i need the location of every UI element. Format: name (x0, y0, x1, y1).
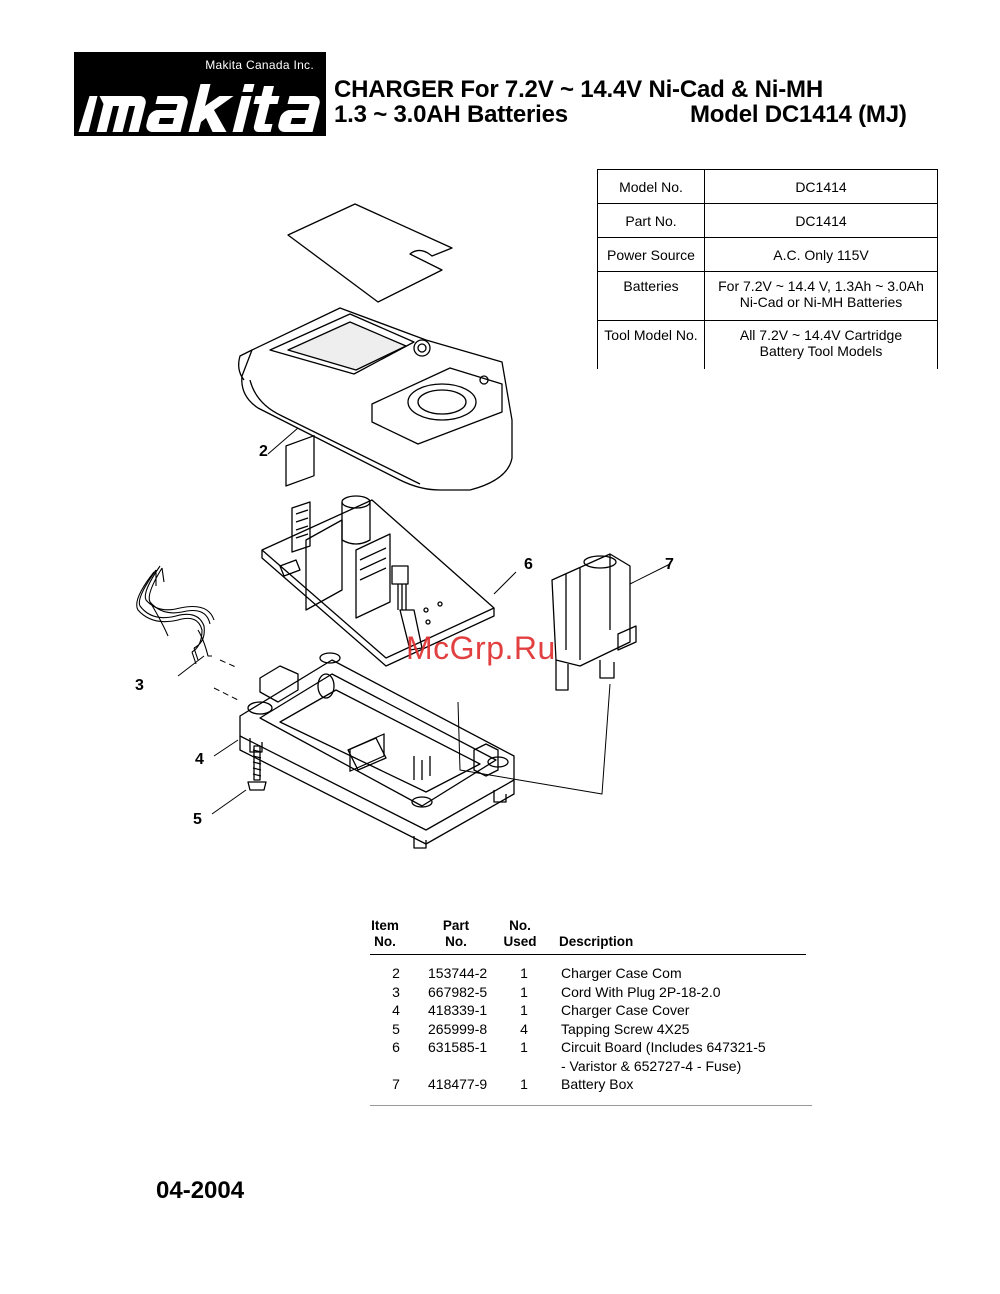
watermark: McGrp.Ru (406, 630, 556, 666)
cell-item: 4 (392, 1002, 400, 1018)
table-row: 6 631585-1 1 Circuit Board (Includes 647… (370, 1038, 812, 1057)
header-used: No. Used (502, 918, 538, 950)
table-row: - Varistor & 652727-4 - Fuse) (370, 1057, 812, 1076)
title-model: Model DC1414 (MJ) (690, 101, 907, 128)
parts-list-header: Item No. Part No. No. Used Description (370, 918, 812, 954)
cell-used: 1 (520, 983, 528, 1000)
spec-row: Tool Model No. All 7.2V ~ 14.4V Cartridg… (597, 320, 938, 369)
cell-part: 631585-1 (428, 1039, 488, 1055)
spec-row: Part No. DC1414 (597, 203, 938, 238)
cell-description: Circuit Board (Includes 647321-5 (561, 1039, 766, 1055)
spec-value: A.C. Only 115V (704, 237, 938, 272)
spec-value-line2: Ni-Cad or Ni-MH Batteries (739, 294, 903, 310)
spec-value: For 7.2V ~ 14.4 V, 1.3Ah ~ 3.0Ah Ni-Cad … (704, 271, 938, 321)
spec-row: Power Source A.C. Only 115V (597, 237, 938, 272)
spec-row: Model No. DC1414 (597, 169, 938, 204)
cell-part: 153744-2 (428, 965, 488, 981)
cell-description: Tapping Screw 4X25 (561, 1020, 690, 1037)
cell-part: 418477-9 (428, 1076, 488, 1092)
header-part: Part No. (436, 918, 476, 950)
spec-label: Model No. (597, 169, 705, 204)
header-item-line1: Item (371, 918, 399, 933)
table-row: 4 418339-1 1 Charger Case Cover (370, 1001, 812, 1020)
cell-item: 7 (392, 1076, 400, 1092)
header-description: Description (559, 934, 634, 949)
exploded-parts-diagram (136, 203, 671, 849)
header-item: Item No. (370, 918, 400, 950)
title-line-2: 1.3 ~ 3.0AH Batteries Model DC1414 (MJ) (334, 103, 944, 128)
table-row: 5 265999-8 4 Tapping Screw 4X25 (370, 1020, 812, 1039)
spec-label: Batteries (597, 271, 705, 321)
cell-item: 5 (392, 1020, 400, 1037)
table-row: 3 667982-5 1 Cord With Plug 2P-18-2.0 (370, 983, 812, 1002)
header-part-line1: Part (442, 918, 470, 933)
cell-part: 667982-5 (428, 983, 488, 1000)
spec-table: Model No. DC1414 Part No. DC1414 Power S… (597, 169, 938, 369)
callout-4: 4 (195, 751, 204, 768)
spec-value-line1: For 7.2V ~ 14.4 V, 1.3Ah ~ 3.0Ah (718, 278, 924, 294)
tapping-screw (247, 745, 267, 791)
leader-lines (177, 427, 671, 815)
callout-5: 5 (193, 811, 202, 828)
cell-part: 418339-1 (428, 1002, 488, 1018)
cell-description: Battery Box (561, 1076, 634, 1092)
parts-list-rows: 2 153744-2 1 Charger Case Com 3 667982-5… (370, 964, 812, 1094)
table-row: 2 153744-2 1 Charger Case Com (370, 964, 812, 983)
cell-part: 265999-8 (428, 1020, 488, 1037)
cell-item: 3 (392, 983, 400, 1000)
cell-item: 6 (392, 1039, 400, 1055)
cell-used: 4 (520, 1020, 528, 1037)
makita-wordmark: makita (74, 78, 320, 132)
cell-description: Charger Case Cover (561, 1002, 690, 1018)
battery-box (551, 553, 637, 691)
cell-item: 2 (392, 965, 400, 981)
callout-6: 6 (524, 556, 533, 573)
parts-list: Item No. Part No. No. Used Description 2… (370, 918, 812, 1106)
company-name: Makita Canada Inc. (205, 58, 314, 72)
cell-used: 1 (520, 1039, 528, 1055)
cell-description: Charger Case Com (561, 965, 682, 981)
cell-description: Cord With Plug 2P-18-2.0 (561, 983, 721, 1000)
title-batteries: 1.3 ~ 3.0AH Batteries (334, 101, 568, 128)
spec-label: Tool Model No. (597, 320, 705, 369)
logo-text: makita (74, 78, 121, 82)
header-used-line1: No. (509, 918, 531, 933)
cell-used: 1 (520, 965, 528, 981)
spec-value: All 7.2V ~ 14.4V Cartridge Battery Tool … (704, 320, 938, 369)
cell-used: 1 (520, 1002, 528, 1018)
parts-list-bottom-rule (370, 1105, 812, 1106)
spec-row: Batteries For 7.2V ~ 14.4 V, 1.3Ah ~ 3.0… (597, 271, 938, 321)
makita-logo: Makita Canada Inc. makita (74, 52, 326, 136)
charger-base (239, 652, 515, 849)
revision-date: 04-2004 (156, 1177, 245, 1204)
page-title: CHARGER For 7.2V ~ 14.4V Ni-Cad & Ni-MH … (334, 78, 944, 128)
parts-list-rule (370, 954, 806, 955)
title-line-1: CHARGER For 7.2V ~ 14.4V Ni-Cad & Ni-MH (334, 76, 823, 103)
cell-description: - Varistor & 652727-4 - Fuse) (561, 1057, 742, 1074)
circuit-board (261, 435, 495, 667)
cell-used: 1 (520, 1076, 528, 1092)
header-part-line2: No. (445, 934, 467, 949)
power-cord (136, 565, 215, 665)
label-sheet (287, 203, 453, 303)
spec-value-line1: All 7.2V ~ 14.4V Cartridge (739, 327, 903, 343)
header-item-line2: No. (374, 934, 396, 949)
spec-value-line2: Battery Tool Models (759, 343, 883, 359)
spec-value: DC1414 (704, 169, 938, 204)
spec-value: DC1414 (704, 203, 938, 238)
callout-7: 7 (665, 556, 674, 573)
callout-3: 3 (135, 677, 144, 694)
table-row: 7 418477-9 1 Battery Box (370, 1075, 812, 1094)
callout-2: 2 (259, 443, 268, 460)
charger-case (238, 307, 513, 491)
header-used-line2: Used (503, 934, 537, 949)
